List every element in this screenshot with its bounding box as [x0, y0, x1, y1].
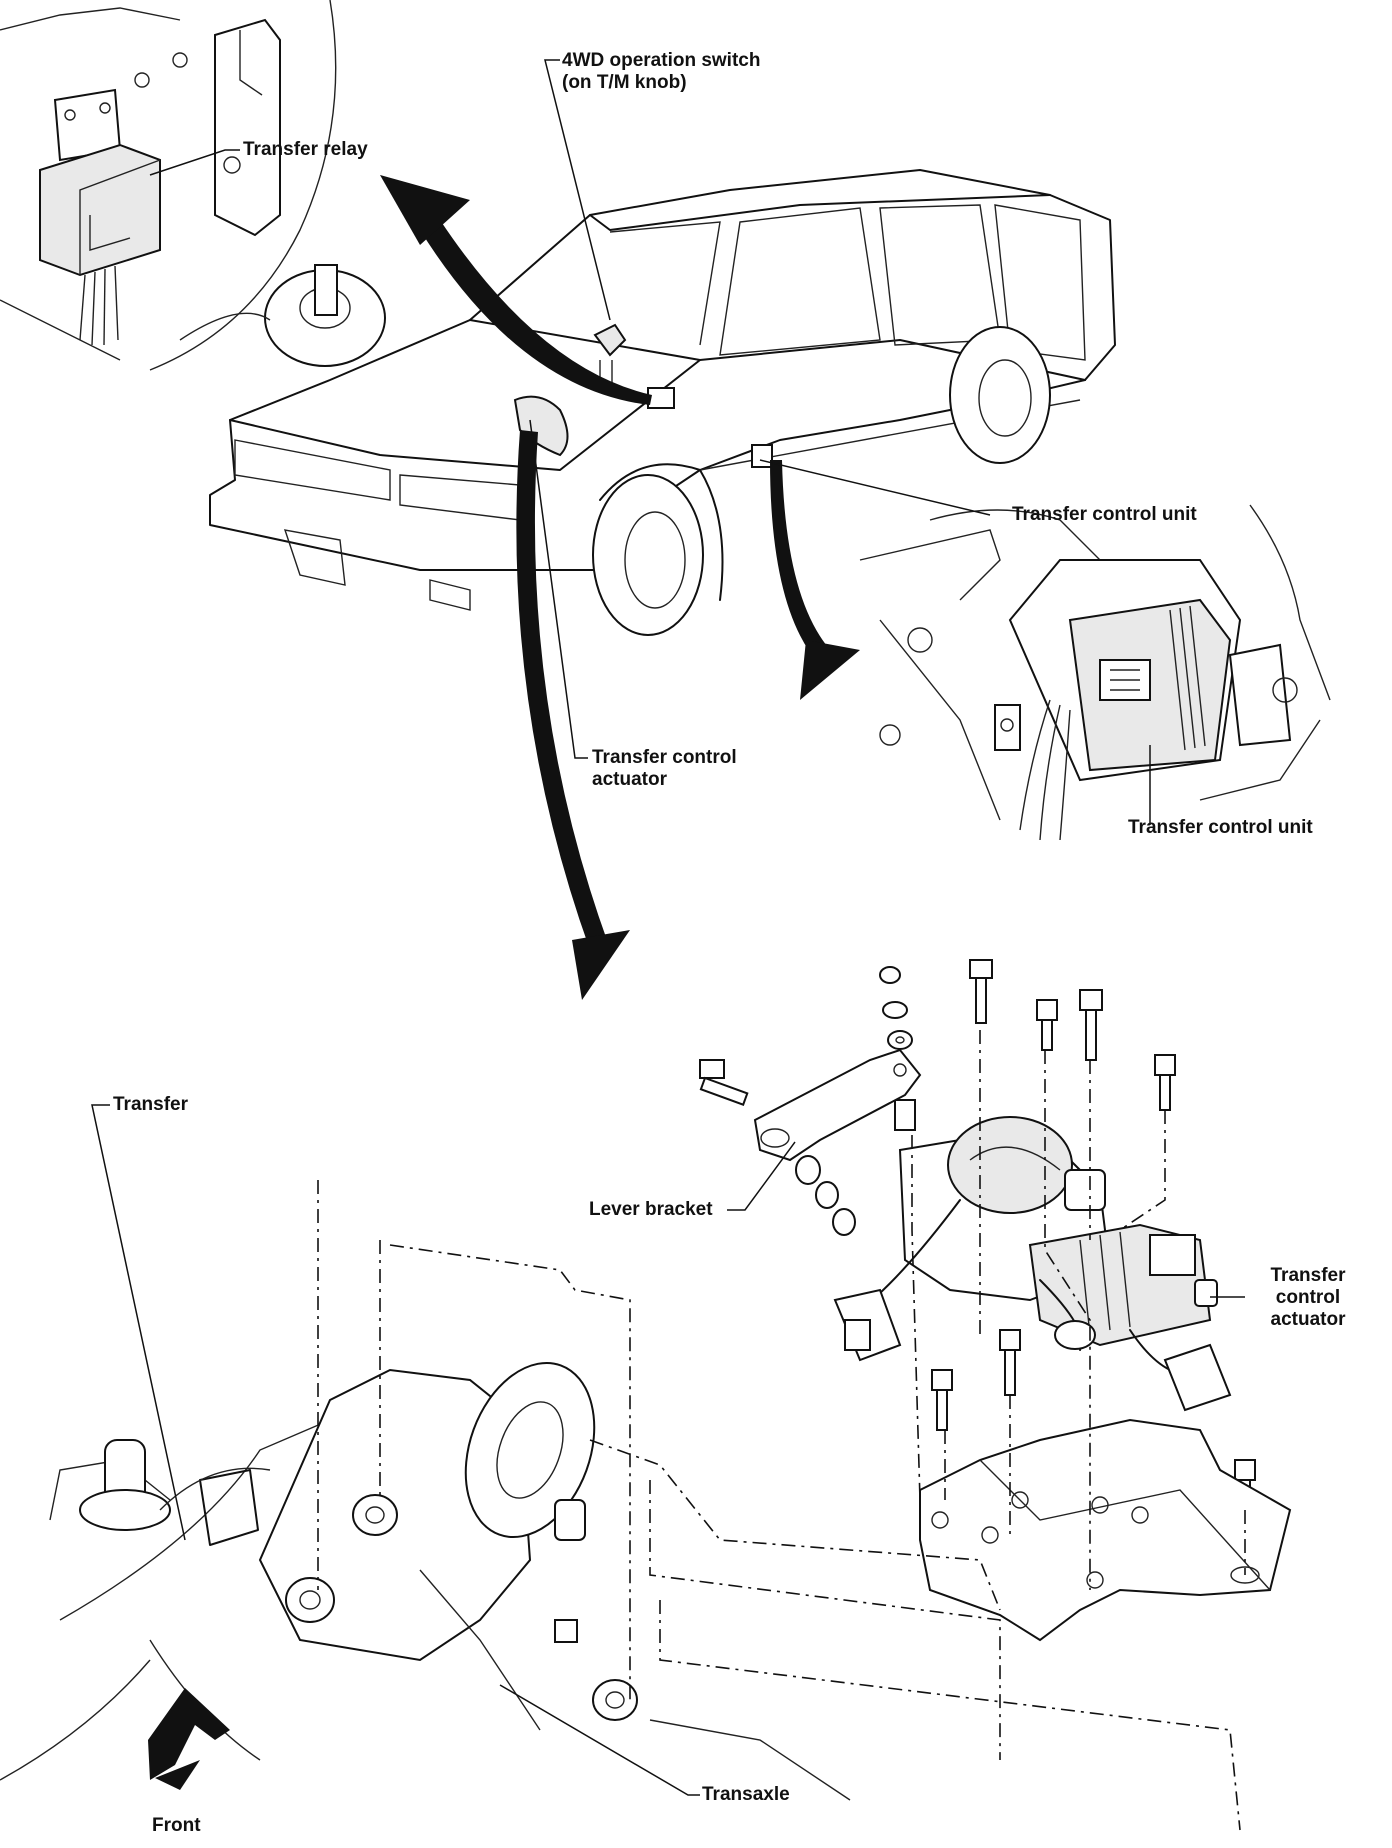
transfer-transaxle: [0, 1361, 851, 1801]
license-plate: [283, 529, 346, 586]
mounting-plate: [919, 1418, 1292, 1642]
label-actuator-right-line3: actuator: [1270, 1309, 1346, 1330]
actuator-assembly: [699, 959, 1292, 1642]
bolt-2: [1036, 999, 1058, 1051]
relay-inset: [0, 0, 386, 371]
relay-body: [39, 143, 161, 277]
label-transfer: Transfer: [113, 1094, 188, 1115]
label-4wd-operation-switch: 4WD operation switch (on T/M knob): [562, 50, 760, 94]
connector-right: [1163, 1343, 1232, 1412]
label-transfer-control-unit-top: Transfer control unit: [1012, 504, 1197, 525]
label-transfer-control-actuator-right: Transfer control actuator: [1248, 1265, 1368, 1331]
label-transfer-control-actuator-mid: Transfer control actuator: [592, 747, 737, 791]
lever-bracket: [753, 1048, 922, 1162]
label-transfer-control-unit-bottom: Transfer control unit: [1128, 817, 1313, 838]
bolt-6: [931, 1369, 953, 1431]
label-lever-bracket: Lever bracket: [589, 1199, 713, 1220]
label-actuator-mid-line1: Transfer control: [592, 747, 737, 768]
arrow-down-left-icon: [148, 1688, 230, 1790]
control-unit-inset: [859, 504, 1331, 841]
leader-lines: [91, 59, 1245, 1796]
label-actuator-right-line1: Transfer: [1270, 1265, 1346, 1286]
bolt-5: [999, 1329, 1021, 1396]
bolt-3: [1079, 989, 1103, 1061]
switch-marker: [593, 323, 627, 357]
label-actuator-right-line2: control: [1275, 1287, 1341, 1308]
label-transaxle: Transaxle: [702, 1784, 790, 1805]
alignment-lines: [317, 1030, 1246, 1831]
actuator-cover: [947, 1116, 1073, 1214]
label-4wd-operation-switch-line2: (on T/M knob): [562, 72, 687, 93]
control-unit-marker: [751, 444, 773, 468]
label-4wd-operation-switch-line1: 4WD operation switch: [562, 50, 761, 71]
label-transfer-relay: Transfer relay: [243, 139, 368, 160]
relay-marker: [647, 387, 675, 409]
bolt-1: [969, 959, 993, 1024]
bolt-4: [1154, 1054, 1176, 1111]
label-front: Front: [152, 1815, 201, 1836]
vehicle-body: [209, 169, 1116, 636]
label-actuator-mid-line2: actuator: [592, 769, 667, 790]
curved-arrow-icon: [380, 175, 860, 1000]
